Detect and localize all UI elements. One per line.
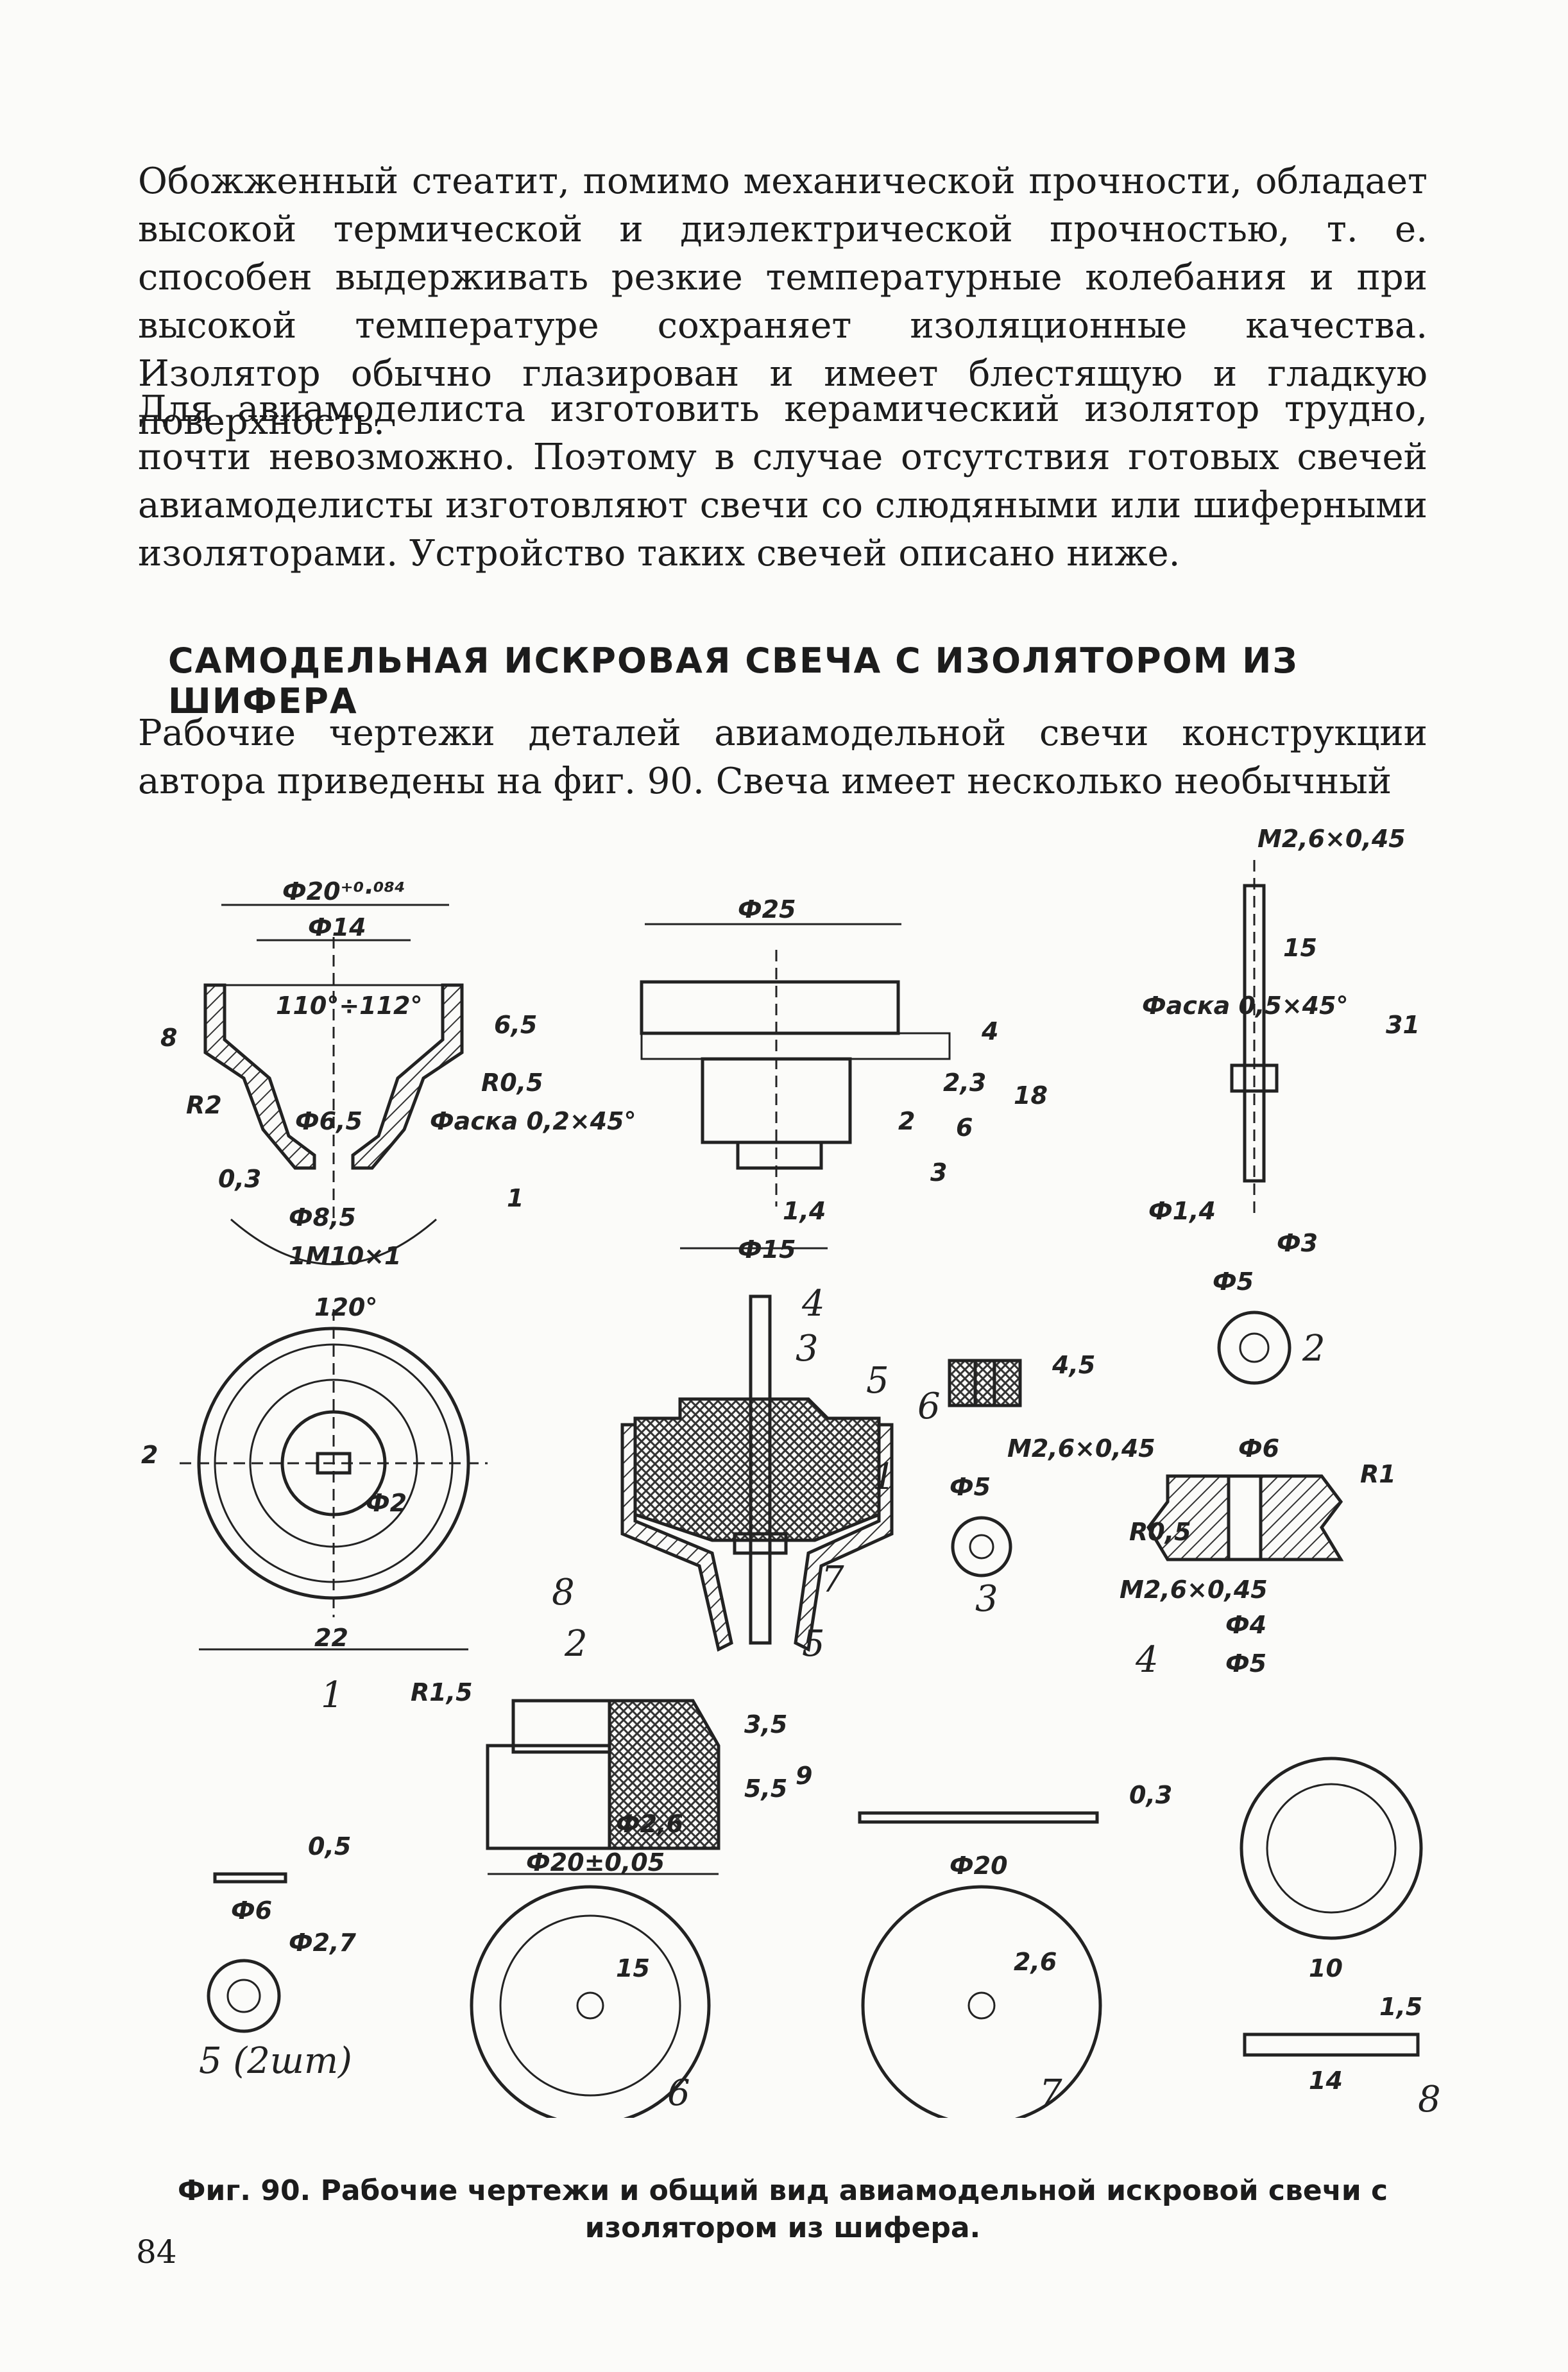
dim-h05: 0,5 <box>308 1832 351 1861</box>
dim-h1: 1 <box>507 1184 524 1212</box>
dim-angle110: 110°÷112° <box>276 992 422 1020</box>
dim-d6: Ф6 <box>1238 1434 1279 1463</box>
assy-label-5: 5 <box>866 1360 889 1402</box>
dim-h45: 4,5 <box>1052 1351 1095 1379</box>
part3-nut: 4,5 M2,6×0,45 Ф5 3 <box>948 1351 1155 1620</box>
part2-electrode: M2,6×0,45 15 31 Фаска 0,5×45° Ф1,4 Ф3 Ф5… <box>1142 825 1420 1385</box>
dim-l15: 15 <box>1283 934 1317 962</box>
label-part5: 5 (2шт) <box>199 2040 352 2082</box>
dim-r15: R1,5 <box>411 1678 473 1706</box>
dim-h9: 9 <box>796 1762 812 1790</box>
dim-d27: Ф2,7 <box>289 1929 357 1957</box>
label-part3: 3 <box>975 1578 998 1620</box>
dim-h18: 18 <box>1014 1081 1048 1110</box>
assy-label-3: 3 <box>796 1328 819 1370</box>
dim-l31: 31 <box>1386 1011 1420 1039</box>
dim-d4: Ф4 <box>1225 1611 1266 1639</box>
paragraph-3: Рабочие чертежи деталей авиамодельной св… <box>138 712 1427 802</box>
part4-bushing: Ф6 R1 R0,5 M2,6×0,45 Ф4 Ф5 4 <box>1120 1434 1396 1681</box>
dim-h03: 0,3 <box>218 1165 261 1193</box>
dim-h55: 5,5 <box>744 1775 787 1803</box>
dim-m10: 1M10×1 <box>289 1242 401 1270</box>
assy-label-8: 8 <box>552 1572 575 1613</box>
part5-washer: 0,5 Ф6 Ф2,7 5 (2шт) <box>199 1832 357 2082</box>
dim-l10: 10 <box>1309 1954 1343 1982</box>
assy-label-2: 2 <box>564 1623 588 1665</box>
dim-d20c: Ф20 <box>950 1852 1008 1880</box>
dim-d5b: Ф5 <box>950 1473 991 1501</box>
dim-d85: Ф8,5 <box>289 1203 356 1232</box>
technical-drawing: Ф20⁺⁰·⁰⁸⁴ Ф14 110°÷112° 8 6,5 R0,5 R2 Ф6… <box>141 825 1441 2118</box>
assy-label-1: 1 <box>873 1456 896 1498</box>
dim-r1: R1 <box>1360 1460 1396 1488</box>
dim-h4: 4 <box>981 1017 998 1045</box>
part7-disk: 0,3 Ф20 2,6 7 <box>858 1781 1172 2118</box>
dim-ang120: 120° <box>314 1293 377 1321</box>
dim-d15b: 15 <box>616 1954 650 1982</box>
page-number: 84 <box>136 2233 177 2271</box>
paragraph-2: Для авиамоделиста изготовить керамически… <box>138 388 1427 574</box>
dim-d5: Ф5 <box>1213 1268 1254 1296</box>
part6-section: R1,5 3,5 5,5 9 Ф2,6 Ф20±0,05 <box>411 1678 812 1877</box>
dim-d26b: 2,6 <box>1014 1948 1057 1976</box>
figure-caption: Фиг. 90. Рабочие чертежи и общий вид ави… <box>177 2174 1388 2244</box>
dim-m26b: M2,6×0,45 <box>1007 1434 1155 1463</box>
label-part8: 8 <box>1418 2079 1441 2118</box>
dim-h65: 6,5 <box>494 1011 537 1039</box>
body-side-view: Ф25 2,3 4 18 6 3 2 1,4 Ф15 <box>640 895 1048 1264</box>
dim-d65: Ф6,5 <box>295 1107 362 1135</box>
dim-h03b: 0,3 <box>1129 1781 1172 1809</box>
dim-d14c: Ф1,4 <box>1148 1197 1216 1225</box>
paragraph-1: Обожженный стеатит, помимо механической … <box>138 160 1427 443</box>
assy-label-7: 7 <box>821 1559 844 1601</box>
dim-h15b: 1,5 <box>1379 1993 1422 2021</box>
label-part6: 6 <box>667 2072 690 2114</box>
dim-d20: Ф20⁺⁰·⁰⁸⁴ <box>282 877 405 906</box>
dim-r05b: R0,5 <box>1129 1518 1191 1546</box>
dim-d14: Ф14 <box>308 913 366 941</box>
dim-d26: Ф2,6 <box>616 1810 683 1838</box>
dim-d15: Ф15 <box>738 1235 796 1264</box>
dim-r2: R2 <box>186 1091 222 1119</box>
label-part7: 7 <box>1039 2072 1062 2114</box>
part1-plan-view: 2 Ф2 22 1 <box>141 1309 488 1716</box>
dim-h35: 3,5 <box>744 1710 787 1739</box>
label-part2: 2 <box>1302 1328 1325 1370</box>
dim-d6b: Ф6 <box>231 1896 272 1925</box>
part1-section: Ф20⁺⁰·⁰⁸⁴ Ф14 110°÷112° 8 6,5 R0,5 R2 Ф6… <box>160 877 636 1321</box>
dim-fas02: Фаска 0,2×45° <box>430 1107 636 1135</box>
dim-d14b: 1,4 <box>783 1197 826 1225</box>
dim-h3: 3 <box>930 1158 947 1187</box>
dim-m26a: M2,6×0,45 <box>1257 825 1406 853</box>
section-heading: САМОДЕЛЬНАЯ ИСКРОВАЯ СВЕЧА С ИЗОЛЯТОРОМ … <box>168 640 1299 721</box>
dim-h8: 8 <box>160 1024 177 1052</box>
part8-ring: 10 1,5 14 8 <box>1240 1757 1441 2118</box>
dim-d20b: Ф20±0,05 <box>526 1848 665 1877</box>
dim-m26c: M2,6×0,45 <box>1120 1576 1268 1604</box>
dim-d25: Ф25 <box>738 895 796 924</box>
dim-l22: 22 <box>314 1624 348 1652</box>
label-part1: 1 <box>321 1674 344 1716</box>
dim-fas05: Фаска 0,5×45° <box>1142 992 1349 1020</box>
dim-h2: 2 <box>898 1107 915 1135</box>
dim-d3: Ф3 <box>1277 1229 1318 1257</box>
assy-label-5b: 5 <box>802 1623 825 1665</box>
dim-2: 2 <box>141 1441 158 1469</box>
dim-l14: 14 <box>1309 2067 1343 2095</box>
part6-plan: 15 6 <box>470 1885 711 2118</box>
assy-label-6: 6 <box>917 1386 941 1427</box>
dim-d2: Ф2 <box>366 1489 407 1517</box>
dim-r05: R0,5 <box>481 1069 543 1097</box>
assy-label-4: 4 <box>801 1283 825 1325</box>
dim-h6: 6 <box>956 1113 973 1142</box>
dim-d5c: Ф5 <box>1225 1649 1266 1678</box>
dim-h23: 2,3 <box>943 1069 986 1097</box>
assembly-view: 4 3 5 6 1 7 8 2 5 <box>552 1283 941 1665</box>
label-part4: 4 <box>1135 1639 1159 1681</box>
